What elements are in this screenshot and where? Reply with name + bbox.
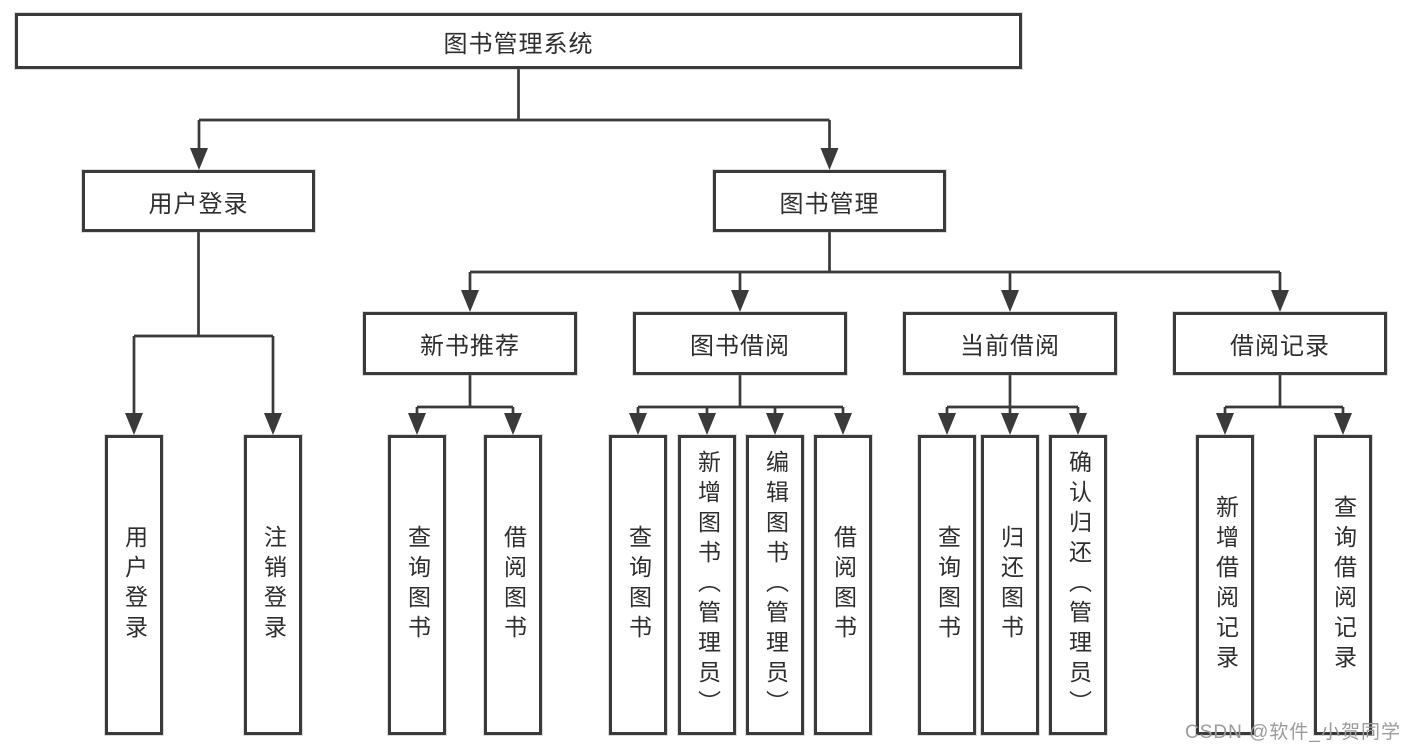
leaf-label: 借阅图书 <box>830 525 857 645</box>
node-book-borrow: 图书借阅 <box>633 312 847 375</box>
arrow-down-icon <box>1216 413 1234 435</box>
arrow-down-icon <box>766 413 784 435</box>
arrow-down-icon <box>1271 290 1289 312</box>
arrow-down-icon <box>834 413 852 435</box>
arrow-down-icon <box>629 413 647 435</box>
leaf-label: 确认归还（管理员） <box>1065 450 1092 720</box>
connector-path <box>132 69 1345 429</box>
leaf-logout: 注销登录 <box>244 435 302 735</box>
node-borrow-records-label: 借阅记录 <box>1230 333 1330 360</box>
node-root-label: 图书管理系统 <box>443 30 594 58</box>
leaf-query-books-borrow: 查询图书 <box>609 435 667 735</box>
leaf-label: 用户登录 <box>121 525 148 645</box>
leaf-label: 新增借阅记录 <box>1212 495 1239 675</box>
arrow-down-icon <box>1069 413 1087 435</box>
leaf-label: 新增图书（管理员） <box>694 450 721 720</box>
arrow-down-icon <box>820 148 839 170</box>
arrow-down-icon <box>504 413 522 435</box>
csdn-watermark: CSDN @软件_小贺同学 <box>1185 722 1401 743</box>
leaf-label: 归还图书 <box>997 525 1024 645</box>
arrow-down-icon <box>461 290 479 312</box>
arrow-down-icon <box>698 413 716 435</box>
arrow-down-icon <box>408 413 426 435</box>
leaf-user-login: 用户登录 <box>105 435 163 735</box>
node-new-book-recommend-label: 新书推荐 <box>420 333 520 360</box>
node-new-book-recommend: 新书推荐 <box>363 312 577 375</box>
node-user-login: 用户登录 <box>82 170 315 232</box>
node-user-login-label: 用户登录 <box>148 190 249 218</box>
leaf-add-book-admin: 新增图书（管理员） <box>678 435 736 735</box>
leaf-label: 注销登录 <box>260 525 287 645</box>
leaf-confirm-return-admin: 确认归还（管理员） <box>1049 435 1107 735</box>
leaf-label: 编辑图书（管理员） <box>762 450 789 720</box>
leaf-label: 查询图书 <box>625 525 652 645</box>
leaf-query-books-recommend: 查询图书 <box>388 435 446 735</box>
leaf-add-borrow-record: 新增借阅记录 <box>1196 435 1254 735</box>
leaf-label: 查询图书 <box>404 525 431 645</box>
node-book-management: 图书管理 <box>713 170 946 232</box>
leaf-query-borrow-record: 查询借阅记录 <box>1314 435 1372 735</box>
arrow-down-icon <box>731 290 749 312</box>
node-root: 图书管理系统 <box>15 13 1022 69</box>
leaf-return-book: 归还图书 <box>981 435 1039 735</box>
arrow-down-icon <box>264 413 282 435</box>
arrow-down-icon <box>938 413 956 435</box>
arrow-down-icon <box>1334 413 1352 435</box>
node-book-management-label: 图书管理 <box>779 190 880 218</box>
leaf-label: 查询图书 <box>934 525 961 645</box>
leaf-label: 借阅图书 <box>500 525 527 645</box>
arrow-down-icon <box>1001 413 1019 435</box>
arrow-down-icon <box>190 148 208 170</box>
leaf-borrow-books-recommend: 借阅图书 <box>484 435 542 735</box>
node-current-borrow: 当前借阅 <box>903 312 1117 375</box>
leaf-label: 查询借阅记录 <box>1330 495 1357 675</box>
leaf-edit-book-admin: 编辑图书（管理员） <box>746 435 804 735</box>
leaf-query-books-current: 查询图书 <box>918 435 976 735</box>
node-borrow-records: 借阅记录 <box>1173 312 1387 375</box>
node-book-borrow-label: 图书借阅 <box>690 333 790 360</box>
node-current-borrow-label: 当前借阅 <box>960 333 1060 360</box>
arrow-down-icon <box>125 413 143 435</box>
arrow-down-icon <box>1001 290 1019 312</box>
leaf-borrow-books: 借阅图书 <box>814 435 872 735</box>
